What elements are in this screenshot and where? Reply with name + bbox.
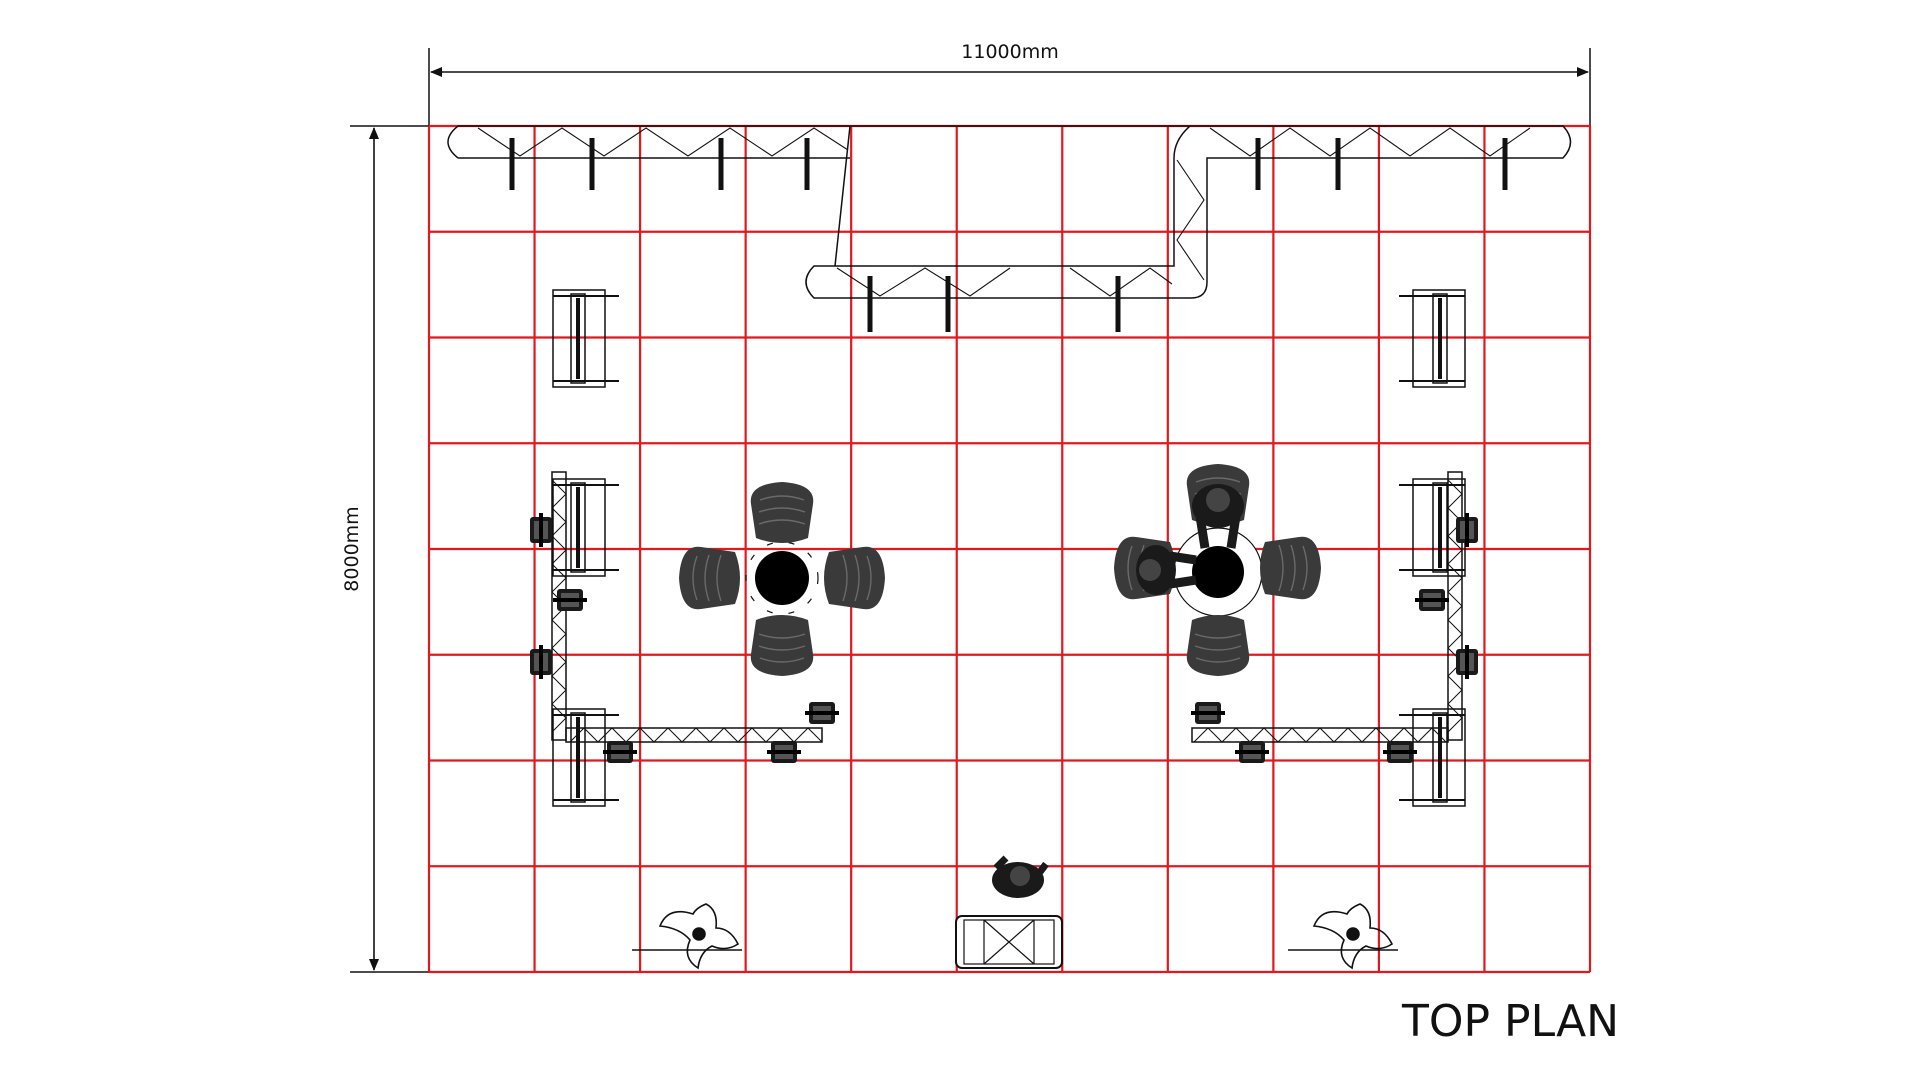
plan-title: TOP PLAN bbox=[1401, 996, 1619, 1047]
chair bbox=[678, 546, 741, 610]
table-set-right bbox=[1113, 463, 1322, 677]
seated-person bbox=[1113, 536, 1197, 600]
reception-counter bbox=[955, 915, 1063, 969]
height-label: 8000mm bbox=[341, 506, 363, 591]
chair bbox=[750, 481, 814, 544]
width-label: 11000mm bbox=[961, 41, 1058, 63]
table-set-left bbox=[678, 481, 886, 677]
chair bbox=[1186, 614, 1250, 677]
display-frame bbox=[551, 477, 621, 578]
staff-person bbox=[992, 855, 1049, 898]
plant-right bbox=[1288, 903, 1398, 970]
plant-left bbox=[632, 903, 742, 970]
chair bbox=[1259, 536, 1322, 600]
seated-person bbox=[1186, 463, 1250, 549]
chair bbox=[823, 546, 886, 610]
floor-grid bbox=[427, 124, 1592, 974]
spotlights bbox=[530, 513, 1478, 763]
width-dimension: 11000mm bbox=[428, 41, 1591, 126]
display-frame bbox=[1397, 477, 1467, 578]
height-dimension: 8000mm bbox=[341, 125, 429, 973]
truss-rig bbox=[447, 125, 1572, 332]
chair bbox=[750, 614, 814, 677]
